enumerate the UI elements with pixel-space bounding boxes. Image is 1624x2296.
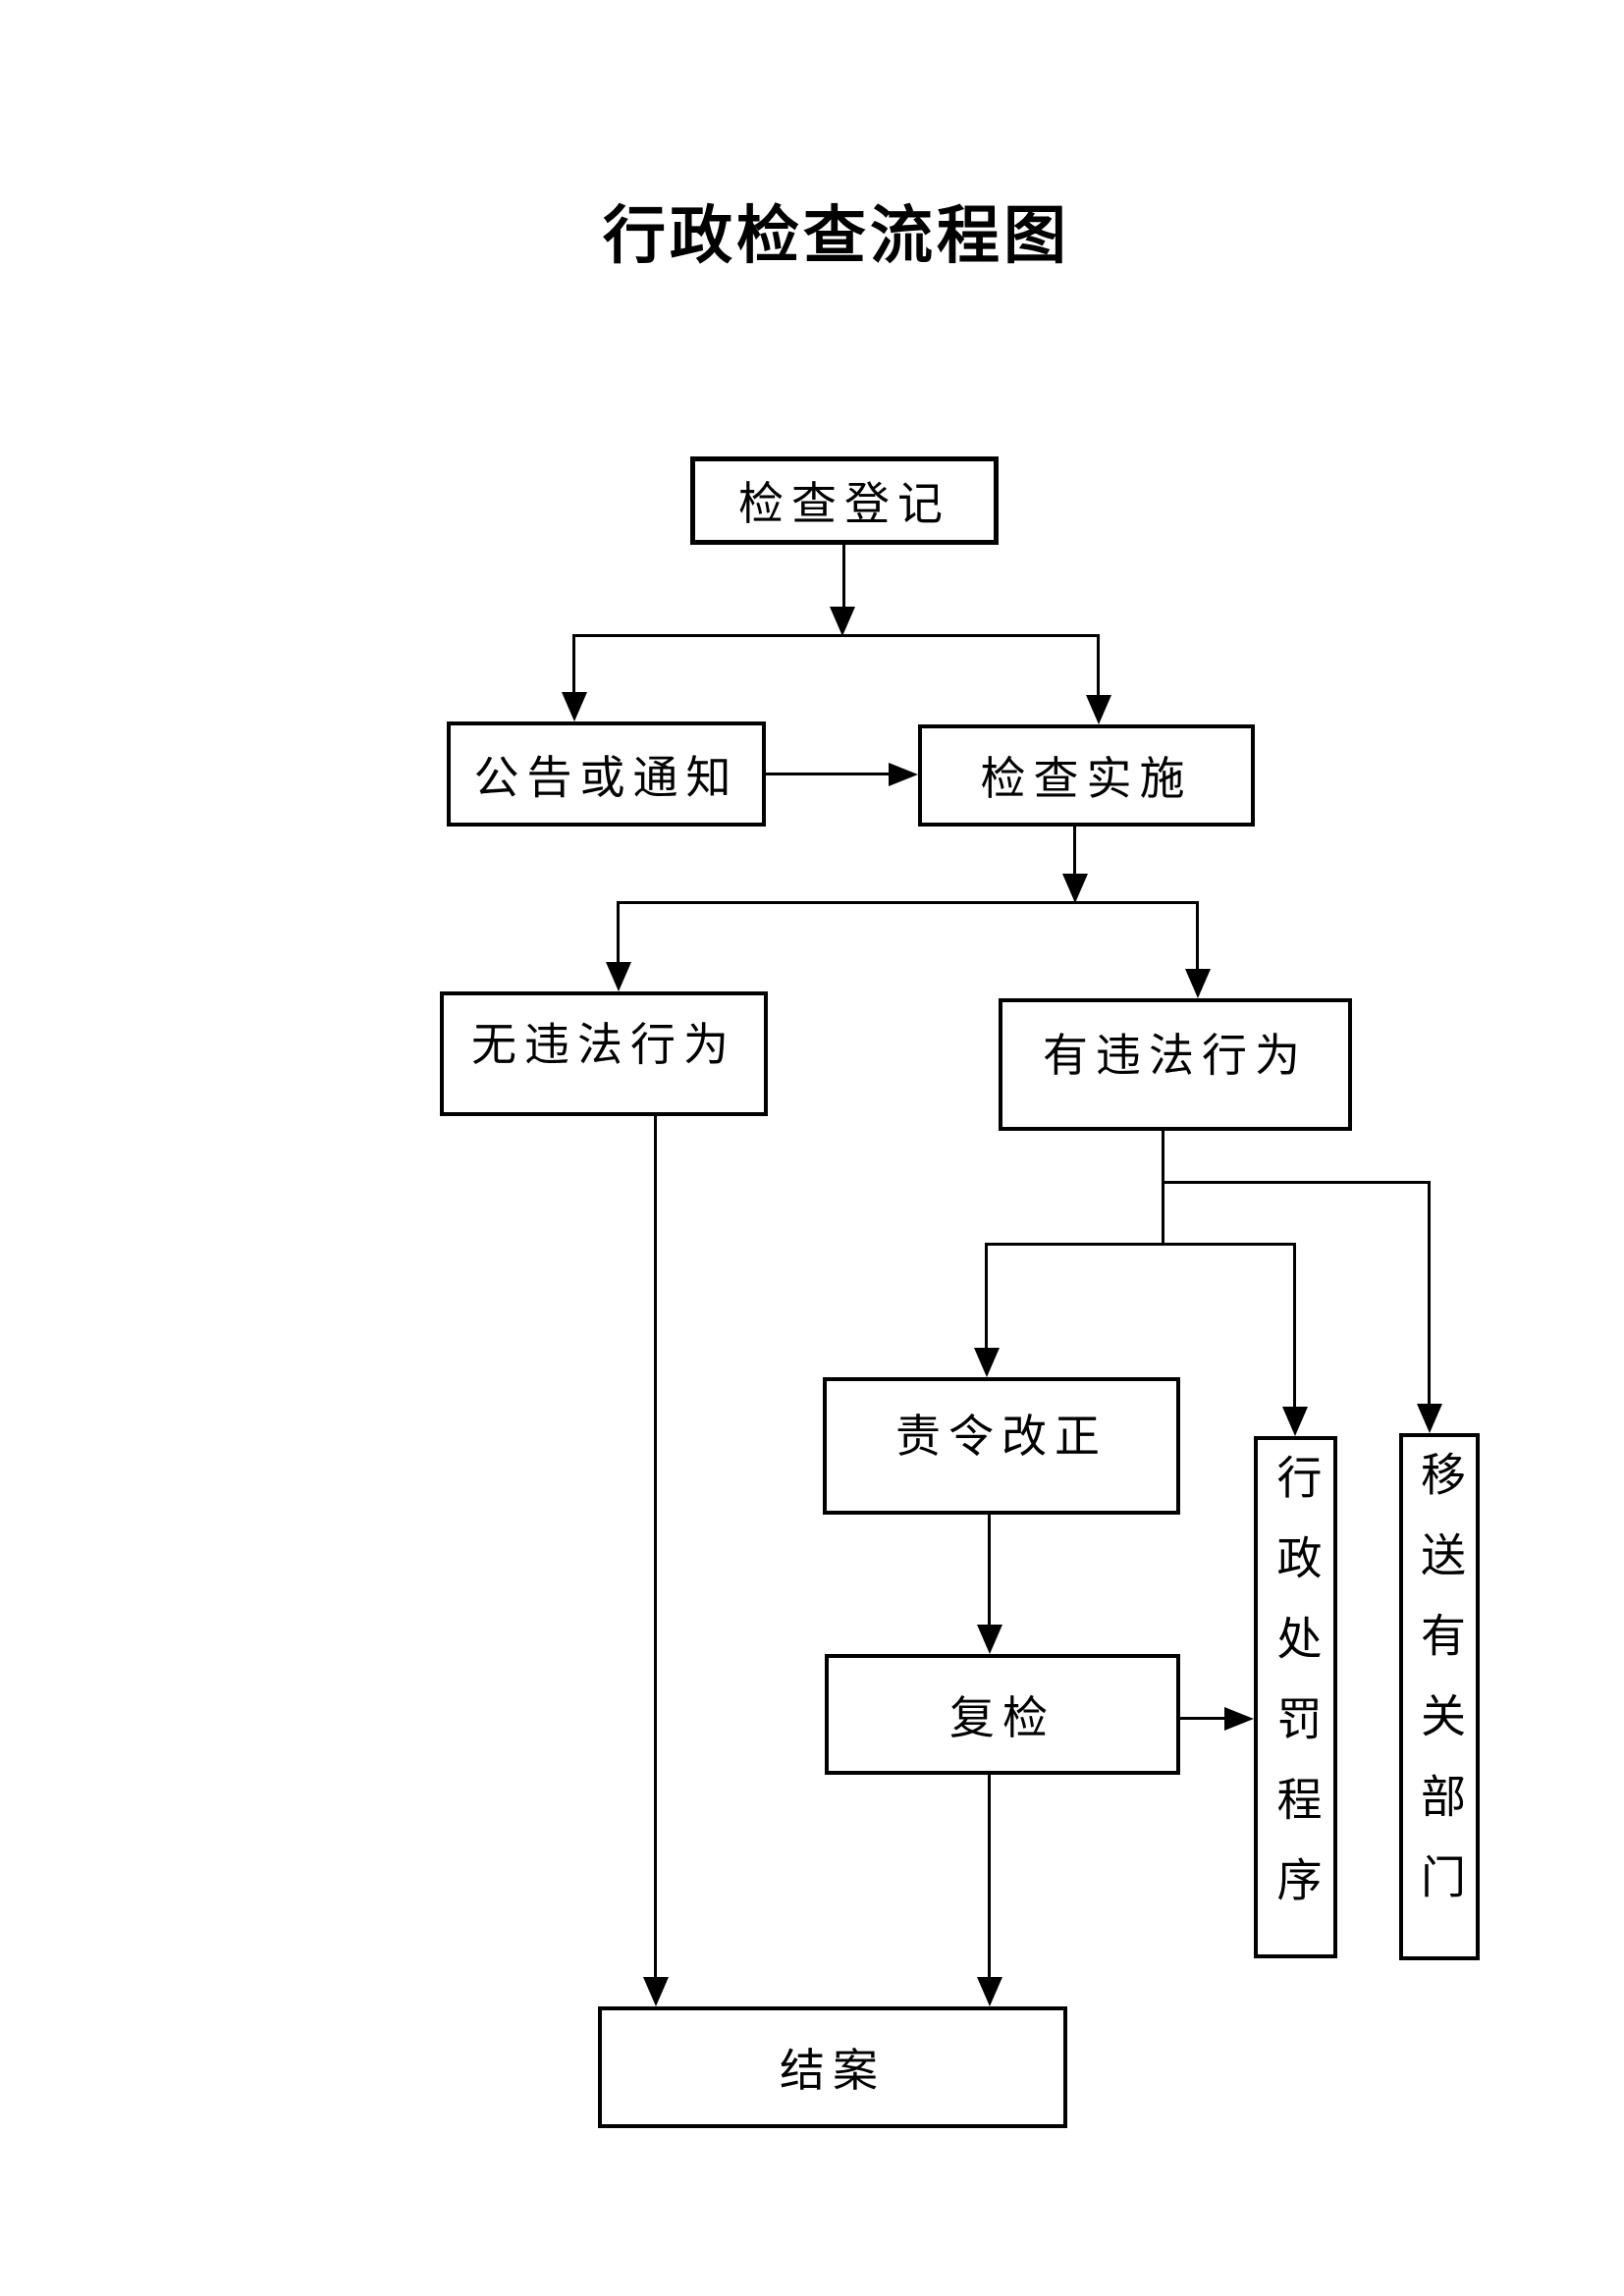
node-transfer-to-relevant-department: 移送有关部门 [1399,1433,1480,1960]
arrow-down-icon [1417,1404,1442,1433]
page-title: 行政检查流程图 [603,200,1070,271]
node-notice-or-announcement: 公告或通知 [447,721,766,827]
node-inspection-registration: 检查登记 [690,456,999,545]
connector-register-down-line [842,545,845,609]
arrow-right-icon [889,763,918,786]
node-label: 有违法行为 [1043,1030,1308,1081]
node-administrative-penalty-procedure: 行政处罚程序 [1254,1436,1337,1958]
connector-to-violation-line [1196,901,1199,971]
arrow-down-icon [977,1977,1002,2006]
arrow-down-icon [977,1625,1002,1654]
connector-notice-implementation-line [766,773,891,775]
arrow-right-icon [1224,1707,1254,1731]
node-label: 结案 [780,2046,886,2096]
arrow-down-icon [562,692,587,721]
connector-to-no-violation-line [617,901,620,964]
arrow-down-icon [1062,874,1088,903]
node-violation-found: 有违法行为 [999,998,1352,1131]
node-case-closed: 结案 [598,2006,1067,2128]
connector-implementation-down-line [1073,827,1076,876]
connector-correction-recheck-line [988,1515,991,1625]
node-label: 复检 [949,1692,1056,1743]
arrow-down-icon [1282,1407,1308,1436]
node-label: 检查登记 [738,479,950,529]
connector-to-transfer-bar [1162,1181,1431,1184]
connector-split3-bar [987,1243,1296,1246]
arrow-down-icon [643,1977,669,2006]
node-recheck: 复检 [825,1654,1180,1775]
node-inspection-implementation: 检查实施 [918,724,1255,827]
node-label: 检查实施 [980,754,1193,804]
connector-recheck-close-line [988,1775,991,1977]
connector-to-order-correction-line [985,1243,988,1348]
connector-to-notice-line [572,634,575,694]
node-label: 移送有关部门 [1415,1451,1465,1934]
connector-recheck-penalty-line [1180,1717,1224,1720]
connector-violation-stem-line [1162,1131,1164,1246]
connector-split1-bar [574,634,1099,637]
connector-to-penalty-line [1293,1243,1296,1407]
connector-split2-bar [619,901,1198,904]
arrow-down-icon [1086,695,1111,724]
arrow-down-icon [606,962,631,991]
connector-to-implementation-line [1097,634,1100,697]
node-order-correction: 责令改正 [823,1377,1180,1515]
connector-no-violation-close-line [654,1116,657,1978]
node-label: 责令改正 [895,1412,1108,1462]
connector-to-transfer-line [1428,1181,1431,1404]
node-label: 行政处罚程序 [1271,1454,1322,1937]
node-label: 无违法行为 [471,1019,736,1070]
arrow-down-icon [974,1348,1000,1377]
arrow-down-icon [830,607,855,636]
node-no-violation: 无违法行为 [440,991,768,1116]
node-label: 公告或通知 [473,752,739,803]
arrow-down-icon [1185,969,1211,998]
